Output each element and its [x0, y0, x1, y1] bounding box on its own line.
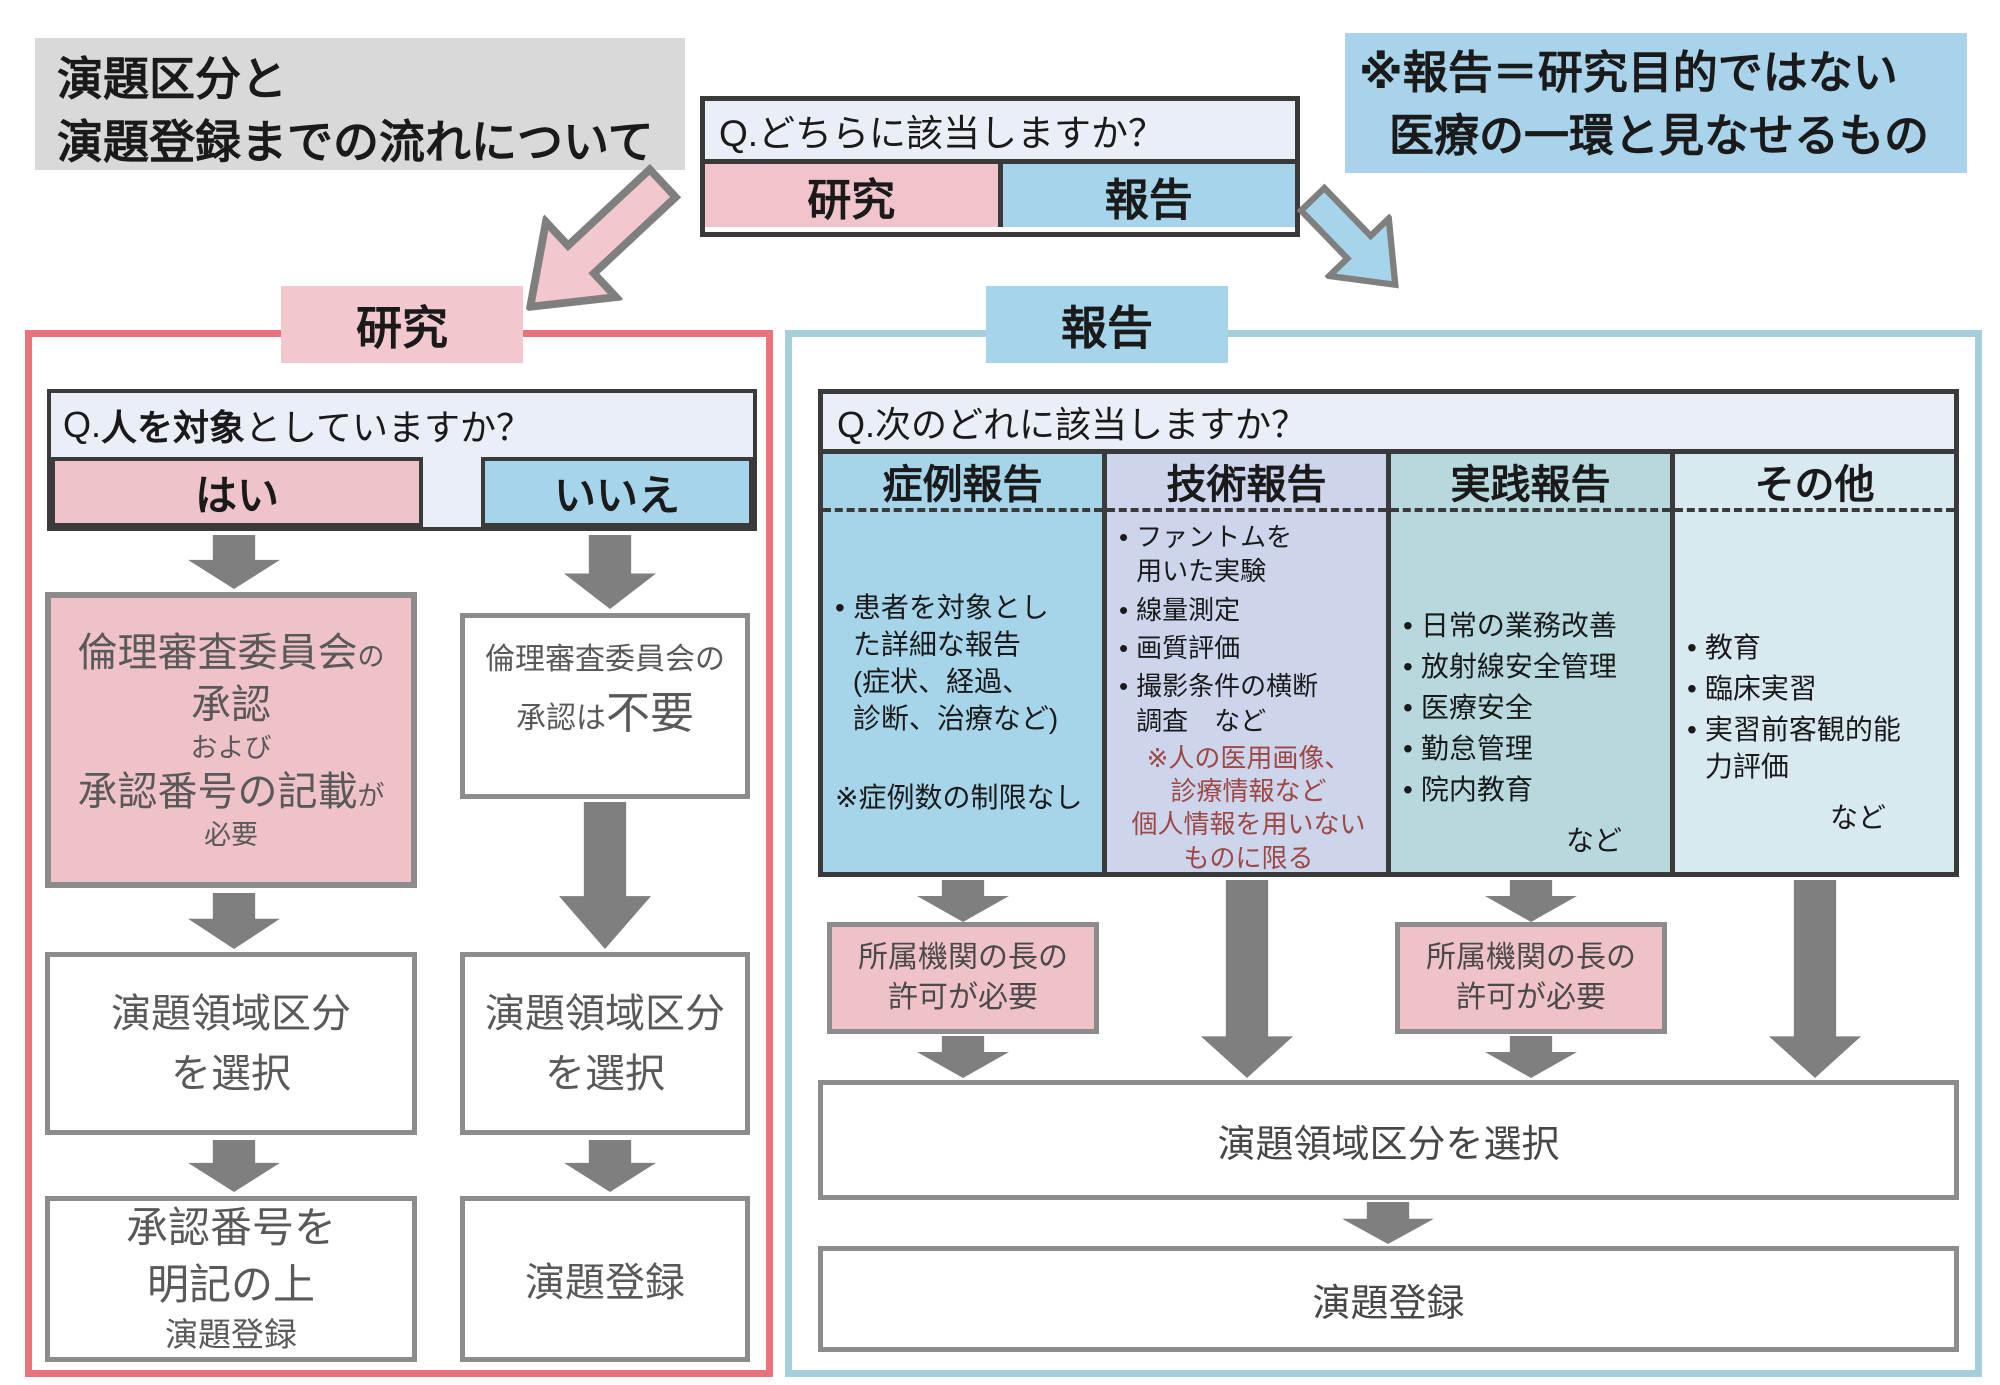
column-header-other: その他	[1675, 454, 1954, 512]
question-prefix: Q.	[63, 404, 102, 445]
ethics-committee-text: 倫理審査委員会	[77, 630, 358, 675]
particle-text: が	[357, 781, 385, 811]
report-branch-label: 報告	[986, 286, 1228, 363]
page-title-line2: 演題登録までの流れについて	[57, 116, 654, 169]
state-clearly-text: 明記の上	[146, 1260, 315, 1308]
bullet-icon	[1687, 712, 1697, 786]
question-bold-part: 人を対象	[101, 407, 246, 448]
bullet-icon	[1119, 669, 1128, 738]
required-text: 必要	[204, 820, 258, 850]
register-with-approval-number-box: 承認番号を 明記の上 演題登録	[45, 1196, 417, 1362]
particle-text: の	[357, 641, 385, 672]
bullet-text: 院内教育	[1420, 773, 1533, 805]
option-report: 報告	[997, 164, 1295, 227]
ethics-approval-required-box: 倫理審査委員会の 承認 および 承認番号の記載が 必要	[45, 592, 417, 888]
top-question-box: Q.どちらに該当しますか？ 研究 報告	[700, 96, 1300, 237]
column-header-technical-report: 技術報告	[1107, 454, 1386, 512]
top-question-options: 研究 報告	[705, 164, 1295, 227]
human-subject-question-label: Q.人を対象としていますか？	[51, 393, 753, 457]
select-category-box-yes: 演題領域区分 を選択	[45, 952, 417, 1135]
bullet-text: 実習前客観的能 力評価	[1704, 713, 1901, 782]
bullet-icon	[1403, 690, 1413, 727]
and-text: および	[190, 732, 272, 763]
column-case-report: 症例報告 患者を対象とし た詳細な報告 (症状、経過、 診断、治療など) ※症例…	[823, 454, 1102, 872]
bullet-icon	[1403, 649, 1413, 686]
approval-is-text: 承認は	[516, 701, 606, 735]
report-type-question-label: Q.次のどれに該当しますか？	[823, 394, 1954, 454]
option-research: 研究	[705, 164, 998, 227]
page-title-line1: 演題区分と	[57, 53, 287, 105]
column-body-practice-report: 日常の業務改善 放射線安全管理 医療安全 勤怠管理 院内教育 など	[1391, 512, 1670, 872]
personal-data-restriction-note: ※人の医用画像、 診療情報など 個人情報を用いない ものに限る	[1131, 742, 1366, 872]
approval-number-text: 承認番号を	[125, 1204, 336, 1252]
bullet-icon	[1403, 608, 1413, 645]
register-box-no: 演題登録	[460, 1196, 750, 1362]
note-line1: ※報告＝研究目的ではない	[1359, 47, 1898, 98]
column-technical-report: 技術報告 ファントムを 用いた実験 線量測定 画質評価 撮影条件の横断 調査 な…	[1102, 454, 1386, 872]
approval-text: 承認	[191, 682, 271, 727]
top-question-label: Q.どちらに該当しますか？	[705, 101, 1295, 164]
research-branch-label: 研究	[281, 286, 523, 363]
report-type-columns: 症例報告 患者を対象とし た詳細な報告 (症状、経過、 診断、治療など) ※症例…	[823, 454, 1954, 872]
question-suffix: としていますか？	[245, 407, 532, 448]
not-required-text: 不要	[606, 688, 694, 738]
report-type-question-box: Q.次のどれに該当しますか？ 症例報告 患者を対象とし た詳細な報告 (症状、経…	[818, 389, 1959, 877]
bullet-text: 線量測定	[1136, 594, 1241, 625]
institution-permission-box: 所属機関の長の 許可が必要	[1395, 922, 1667, 1034]
arrow-to-research-icon	[525, 163, 682, 312]
column-body-technical-report: ファントムを 用いた実験 線量測定 画質評価 撮影条件の横断 調査 など ※人の…	[1107, 512, 1386, 872]
arrow-to-report-icon	[1296, 183, 1399, 289]
note-line2: 医療の一環と見なせるもの	[1389, 110, 1930, 161]
option-yes: はい	[51, 457, 423, 527]
ethics-committee-text: 倫理審査委員会の	[485, 643, 725, 677]
bullet-icon	[1119, 520, 1128, 589]
option-no: いいえ	[481, 457, 753, 527]
bullet-text: 撮影条件の横断 調査 など	[1136, 671, 1319, 736]
register-wide-box: 演題登録	[818, 1246, 1959, 1352]
report-definition-note: ※報告＝研究目的ではない 医療の一環と見なせるもの	[1345, 33, 1967, 173]
select-category-box-no: 演題領域区分 を選択	[460, 952, 750, 1135]
bullet-text: 臨床実習	[1704, 672, 1817, 704]
etc-text: など	[1829, 801, 1886, 833]
institution-permission-box: 所属機関の長の 許可が必要	[827, 922, 1099, 1034]
column-header-case-report: 症例報告	[823, 454, 1102, 512]
bullet-text: 勤怠管理	[1420, 732, 1533, 764]
page-title: 演題区分と 演題登録までの流れについて	[35, 38, 685, 170]
bullet-text: 日常の業務改善	[1420, 610, 1617, 641]
bullet-text: 医療安全	[1420, 691, 1533, 723]
column-body-other: 教育 臨床実習 実習前客観的能 力評価 など	[1675, 512, 1954, 872]
bullet-text: 放射線安全管理	[1420, 650, 1617, 682]
column-practice-report: 実践報告 日常の業務改善 放射線安全管理 医療安全 勤怠管理 院内教育 など	[1386, 454, 1670, 872]
column-other: その他 教育 臨床実習 実習前客観的能 力評価 など	[1670, 454, 1954, 872]
bullet-icon	[1119, 593, 1128, 627]
etc-text: など	[1565, 824, 1622, 856]
register-text: 演題登録	[165, 1316, 297, 1354]
bullet-icon	[835, 590, 845, 738]
column-header-practice-report: 実践報告	[1391, 454, 1670, 512]
ethics-approval-not-required-box: 倫理審査委員会の 承認は不要	[460, 613, 750, 799]
bullet-icon	[1687, 630, 1697, 667]
select-category-wide-box: 演題領域区分を選択	[818, 1080, 1959, 1200]
bullet-text: ファントムを 用いた実験	[1136, 522, 1293, 587]
bullet-text: 画質評価	[1136, 632, 1241, 663]
human-subject-question-box: Q.人を対象としていますか？ はい いいえ	[47, 389, 757, 531]
bullet-icon	[1119, 631, 1128, 665]
bullet-icon	[1687, 671, 1697, 708]
approval-number-text: 承認番号の記載	[77, 770, 358, 814]
case-count-note: ※症例数の制限なし	[835, 781, 1083, 813]
bullet-text: 患者を対象とし た詳細な報告 (症状、経過、 診断、治療など)	[852, 592, 1059, 734]
column-body-case-report: 患者を対象とし た詳細な報告 (症状、経過、 診断、治療など) ※症例数の制限な…	[823, 512, 1102, 872]
bullet-text: 教育	[1704, 632, 1761, 663]
bullet-icon	[1403, 772, 1413, 809]
bullet-icon	[1403, 731, 1413, 768]
